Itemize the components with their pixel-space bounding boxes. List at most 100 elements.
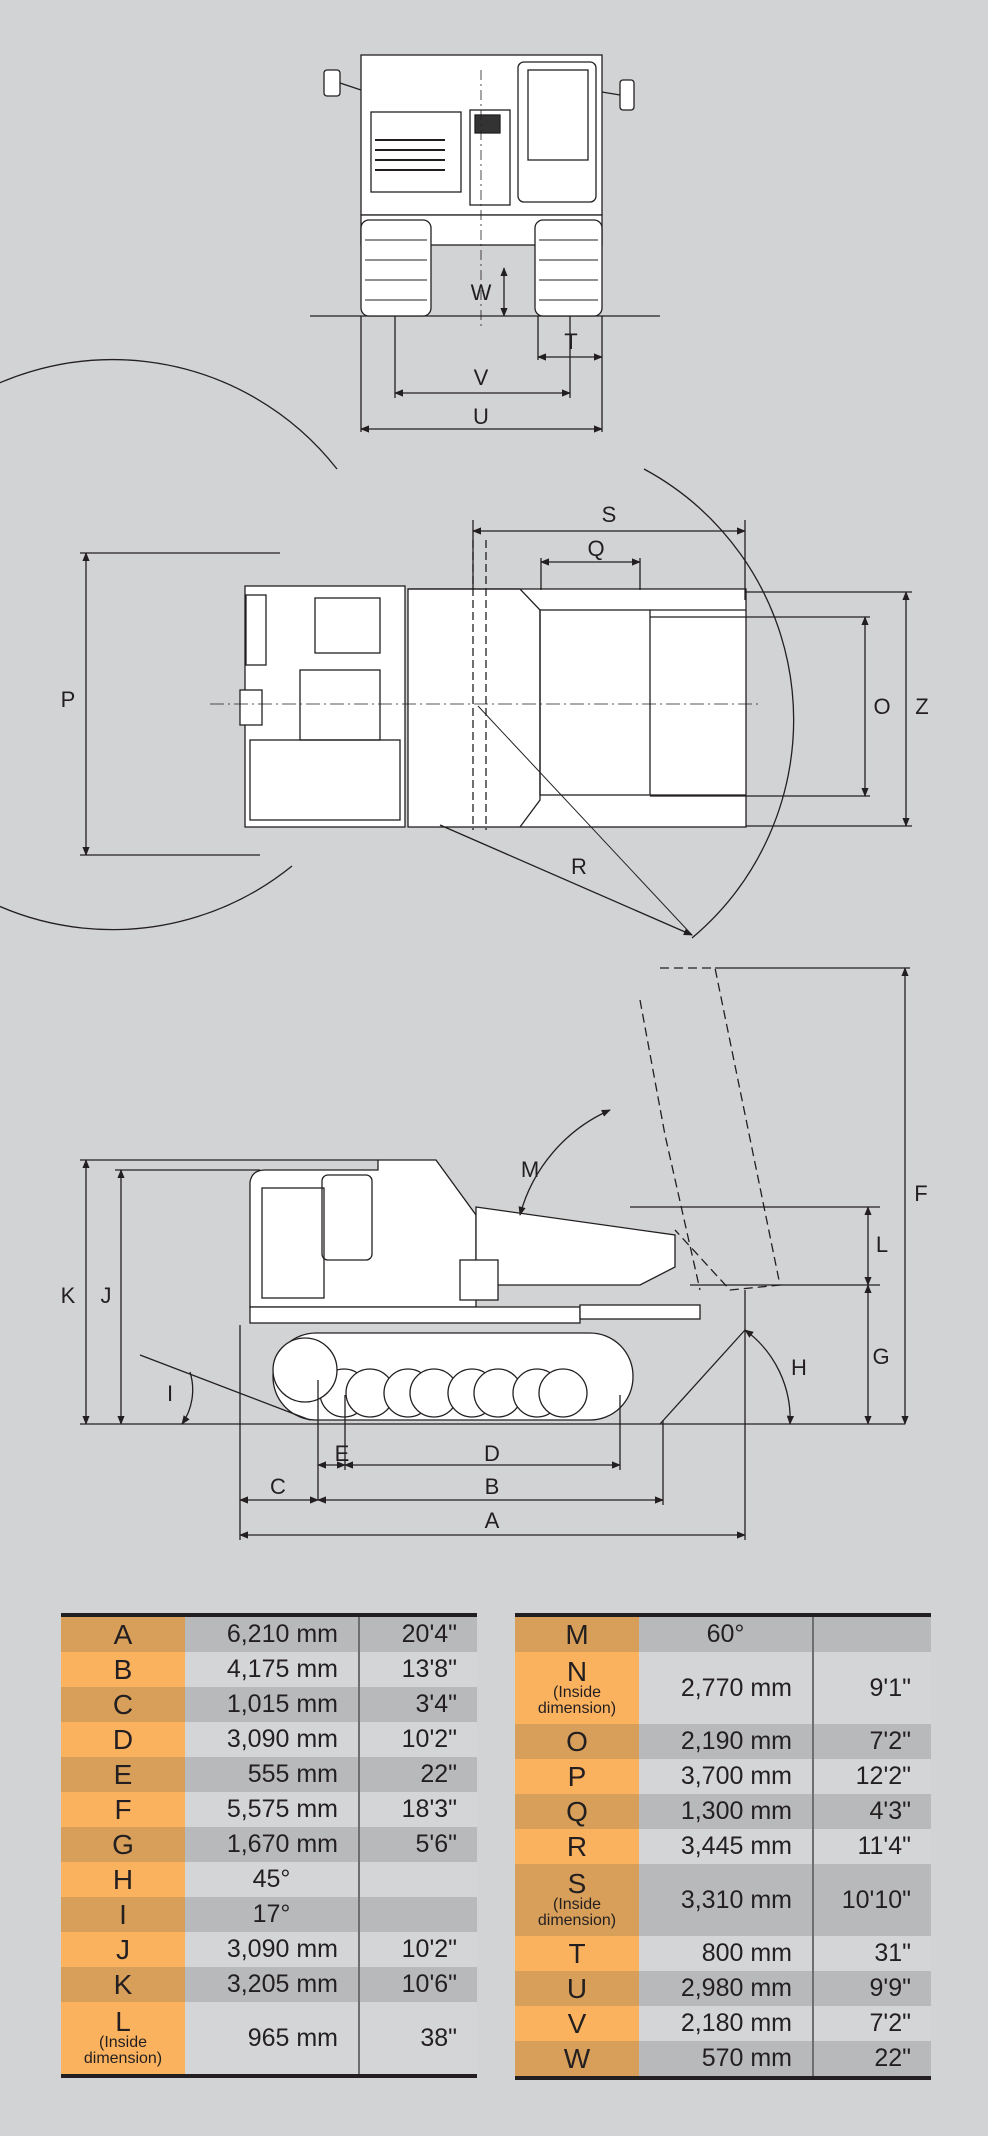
- metric-value: 2,770 mm: [639, 1652, 813, 1724]
- dimension-letter: F: [114, 1793, 132, 1825]
- imperial-value: 7'2": [812, 1724, 931, 1759]
- dimension-note: (Inside dimension): [537, 1684, 617, 1717]
- metric-value: 2,980 mm: [639, 1971, 813, 2006]
- dim-label-k: K: [61, 1283, 76, 1308]
- dimension-letter: I: [119, 1898, 127, 1930]
- dimension-key: B: [61, 1652, 185, 1687]
- imperial-value: 31": [812, 1936, 931, 1971]
- dim-label-b: B: [485, 1474, 500, 1499]
- dim-label-g: G: [872, 1344, 889, 1369]
- imperial-value: 12'2": [812, 1759, 931, 1794]
- imperial-value: 4'3": [812, 1794, 931, 1829]
- metric-value: 5,575 mm: [185, 1792, 359, 1827]
- imperial-value: 7'2": [812, 2006, 931, 2041]
- metric-value: 3,310 mm: [639, 1864, 813, 1936]
- metric-value: 2,180 mm: [639, 2006, 813, 2041]
- dimension-letter: Q: [566, 1795, 588, 1827]
- table-row: I 17°: [61, 1897, 477, 1932]
- imperial-value: 5'6": [358, 1827, 477, 1862]
- dim-label-q: Q: [587, 536, 604, 561]
- dimension-letter: H: [112, 1863, 134, 1895]
- dim-label-l: L: [876, 1232, 888, 1257]
- imperial-value: 3'4": [358, 1687, 477, 1722]
- imperial-value: 10'10": [812, 1864, 931, 1936]
- dimension-letter: M: [565, 1618, 589, 1650]
- dimension-key: L(Inside dimension): [61, 2002, 185, 2074]
- front-view: [310, 54, 660, 433]
- dimension-key: O: [515, 1724, 639, 1759]
- dimension-letter: L: [115, 2006, 131, 2037]
- dim-label-m: M: [521, 1157, 539, 1182]
- imperial-value: 18'3": [358, 1792, 477, 1827]
- metric-value: 3,700 mm: [639, 1759, 813, 1794]
- imperial-value: 38": [358, 2002, 477, 2074]
- imperial-value: 10'6": [358, 1967, 477, 2002]
- dimension-key: P: [515, 1759, 639, 1794]
- metric-value: 1,015 mm: [185, 1687, 359, 1722]
- dimension-letter: U: [566, 1972, 588, 2004]
- metric-value: 60°: [639, 1617, 813, 1652]
- dimension-key: A: [61, 1617, 185, 1652]
- dim-label-z: Z: [915, 694, 928, 719]
- dimension-letter: N: [566, 1656, 588, 1687]
- dim-label-j: J: [101, 1283, 112, 1308]
- dimension-letter: B: [113, 1653, 133, 1685]
- dim-label-e: E: [335, 1441, 350, 1466]
- metric-value: 3,090 mm: [185, 1932, 359, 1967]
- dimension-note: (Inside dimension): [83, 2034, 163, 2067]
- dimension-key: Q: [515, 1794, 639, 1829]
- dimension-letter: V: [567, 2007, 587, 2039]
- dimension-key: I: [61, 1897, 185, 1932]
- dim-label-c: C: [270, 1474, 286, 1499]
- metric-value: 570 mm: [639, 2041, 813, 2076]
- dimension-key: U: [515, 1971, 639, 2006]
- dimension-key: W: [515, 2041, 639, 2076]
- dimension-letter: P: [567, 1760, 587, 1792]
- metric-value: 2,190 mm: [639, 1724, 813, 1759]
- dim-label-f: F: [914, 1181, 927, 1206]
- dim-label-p: P: [61, 687, 76, 712]
- imperial-value: 11'4": [812, 1829, 931, 1864]
- dimension-letter: K: [113, 1968, 133, 2000]
- dimension-letter: C: [112, 1688, 134, 1720]
- dimension-key: T: [515, 1936, 639, 1971]
- metric-value: 800 mm: [639, 1936, 813, 1971]
- dim-label-t: T: [564, 329, 577, 354]
- imperial-value: [812, 1617, 931, 1652]
- dimension-key: H: [61, 1862, 185, 1897]
- metric-value: 17°: [185, 1897, 359, 1932]
- metric-value: 3,205 mm: [185, 1967, 359, 2002]
- dimension-key: S(Inside dimension): [515, 1864, 639, 1936]
- dimension-letter: O: [566, 1725, 588, 1757]
- imperial-value: 9'1": [812, 1652, 931, 1724]
- imperial-value: 13'8": [358, 1652, 477, 1687]
- dimension-key: G: [61, 1827, 185, 1862]
- dimension-letter: T: [568, 1937, 586, 1969]
- dimension-key: R: [515, 1829, 639, 1864]
- side-view: [80, 967, 910, 1540]
- imperial-value: 22": [358, 1757, 477, 1792]
- metric-value: 555 mm: [185, 1757, 359, 1792]
- dimension-letter: D: [112, 1723, 134, 1755]
- metric-value: 4,175 mm: [185, 1652, 359, 1687]
- dimension-letter: G: [112, 1828, 134, 1860]
- imperial-value: 10'2": [358, 1932, 477, 1967]
